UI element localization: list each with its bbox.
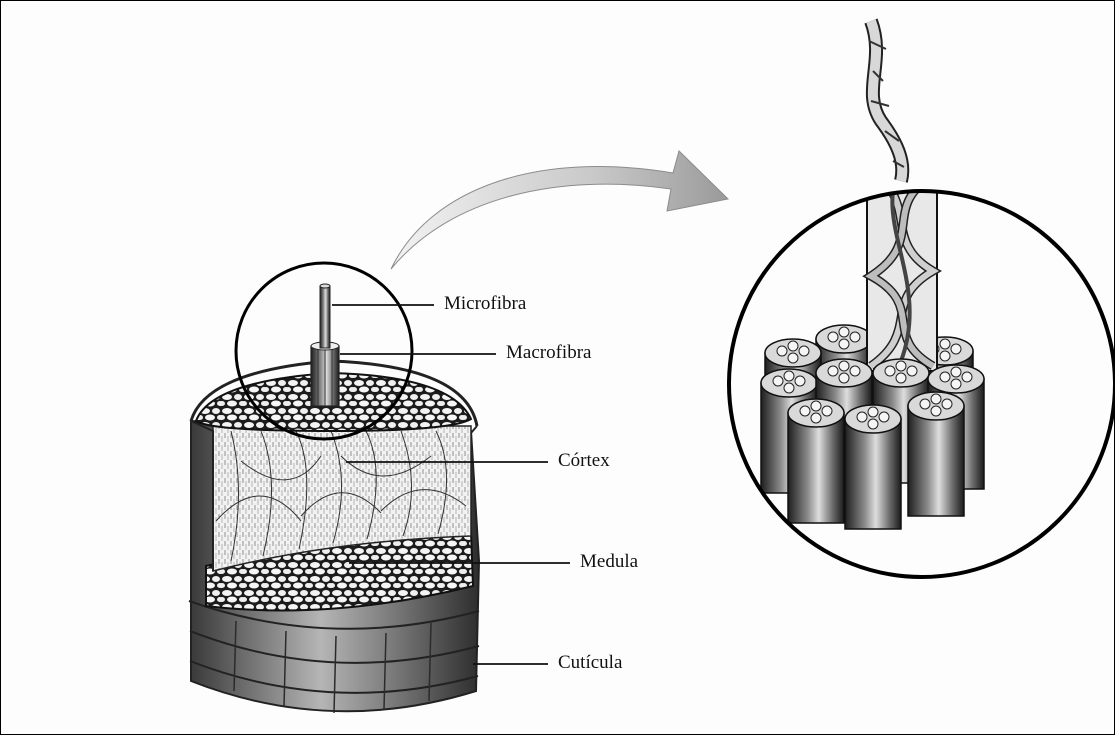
twisted-strand-top — [869, 21, 904, 181]
fibril-cylinders-front — [761, 359, 984, 529]
label-medula: Medula — [580, 551, 638, 573]
label-cortex: Córtex — [558, 450, 610, 472]
macrofibra-bundle — [311, 342, 339, 406]
label-microfibra: Microfibra — [444, 293, 526, 315]
label-macrofibra: Macrofibra — [506, 342, 591, 364]
magnified-view — [729, 21, 1115, 577]
microfibra-strand — [320, 284, 330, 348]
twisted-strand — [867, 149, 937, 371]
label-cuticula: Cutícula — [558, 652, 622, 674]
magnification-arrow — [391, 151, 728, 269]
hair-cross-section — [189, 263, 479, 713]
